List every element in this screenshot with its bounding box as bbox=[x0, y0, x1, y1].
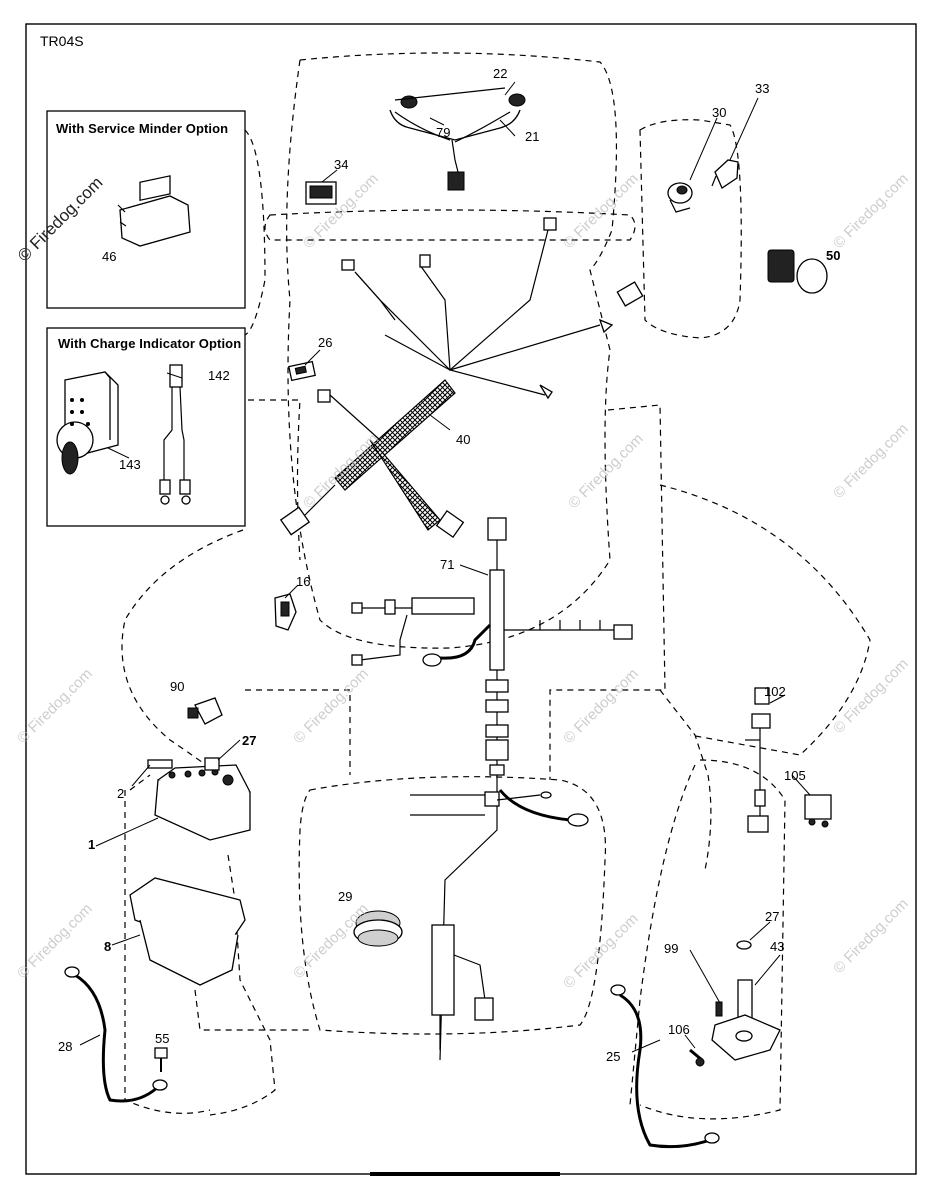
pto-switch-50 bbox=[767, 249, 828, 294]
part-label-25: 25 bbox=[606, 1049, 621, 1064]
part-label-106: 106 bbox=[668, 1022, 690, 1037]
part-label-142: 142 bbox=[208, 368, 230, 383]
leader-lines bbox=[79, 81, 811, 1053]
part-label-99: 99 bbox=[664, 941, 679, 956]
adaptor-harness-142 bbox=[159, 364, 191, 505]
part-90 bbox=[187, 697, 223, 725]
inset-title-service-minder: With Service Minder Option bbox=[56, 121, 229, 136]
starter-solenoid-43 bbox=[689, 940, 781, 1067]
part-label-1: 1 bbox=[88, 837, 96, 852]
hour-meter-46 bbox=[117, 175, 191, 247]
battery-cable-28 bbox=[74, 973, 162, 1103]
part-label-29: 29 bbox=[338, 889, 353, 904]
part-label-40: 40 bbox=[456, 432, 471, 447]
part-label-43: 43 bbox=[770, 939, 785, 954]
wire-harness-71 bbox=[351, 517, 633, 1061]
part-label-22: 22 bbox=[493, 66, 508, 81]
part-label-21: 21 bbox=[525, 129, 540, 144]
part-label-46: 46 bbox=[102, 249, 117, 264]
solenoid-105 bbox=[804, 794, 832, 828]
part-label-102: 102 bbox=[764, 684, 786, 699]
headlight-harness bbox=[389, 87, 526, 191]
part-label-90: 90 bbox=[170, 679, 185, 694]
battery-1 bbox=[147, 757, 251, 841]
part-label-105: 105 bbox=[784, 768, 806, 783]
part-label-50: 50 bbox=[826, 248, 841, 263]
horn-29 bbox=[353, 910, 403, 947]
part-label-71: 71 bbox=[440, 557, 455, 572]
battery-tray-8 bbox=[129, 877, 246, 986]
part-label-8: 8 bbox=[104, 939, 112, 954]
part-label-55: 55 bbox=[155, 1031, 170, 1046]
charge-indicator-143 bbox=[56, 371, 119, 475]
part-label-2: 2 bbox=[117, 786, 125, 801]
part-label-28: 28 bbox=[58, 1039, 73, 1054]
ignition-key-33 bbox=[711, 159, 739, 189]
part-label-26: 26 bbox=[318, 335, 333, 350]
ignition-switch-30 bbox=[667, 182, 693, 213]
bolt-55 bbox=[154, 1047, 168, 1072]
part-label-27-starter: 27 bbox=[765, 909, 780, 924]
part-label-143: 143 bbox=[119, 457, 141, 472]
part-label-30: 30 bbox=[712, 105, 727, 120]
drawing-code: TR04S bbox=[40, 33, 84, 49]
main-harness-40 bbox=[279, 217, 644, 539]
part-label-27-battery: 27 bbox=[242, 733, 257, 748]
inset-title-charge-indicator: With Charge Indicator Option bbox=[58, 336, 242, 351]
part-label-16: 16 bbox=[296, 574, 311, 589]
battery-cable-25 bbox=[619, 993, 711, 1149]
part-label-34: 34 bbox=[334, 157, 349, 172]
harness-102 bbox=[745, 687, 771, 833]
part-16 bbox=[274, 593, 297, 631]
part-label-79: 79 bbox=[436, 125, 451, 140]
part-label-33: 33 bbox=[755, 81, 770, 96]
